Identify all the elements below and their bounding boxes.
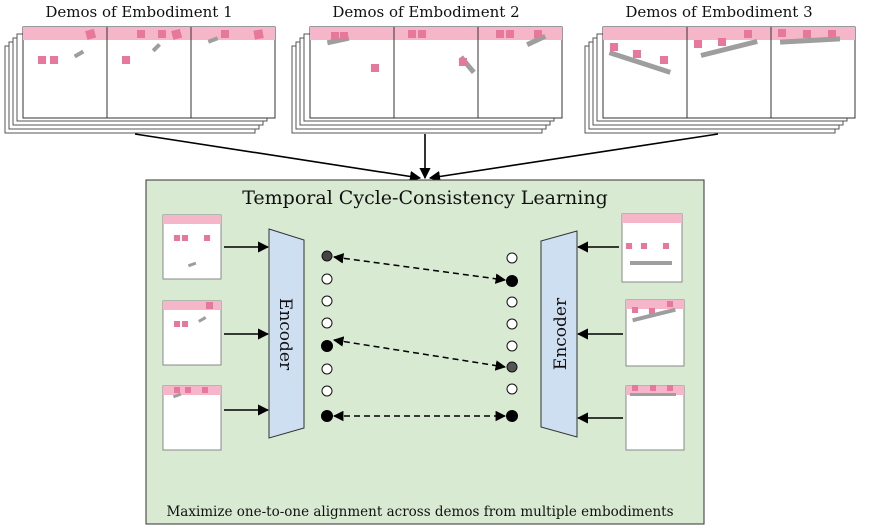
left-embedding-node <box>321 295 333 307</box>
right-encoder <box>540 230 578 438</box>
right-embedding-node <box>506 361 518 373</box>
left-input-frame-2 <box>162 300 222 366</box>
left-encoder-label: Encoder <box>275 298 295 371</box>
right-embedding-node <box>506 252 518 264</box>
right-input-frame-1 <box>621 213 683 283</box>
right-embedding-node <box>506 296 518 308</box>
left-embedding-node <box>321 250 333 262</box>
right-embedding-node <box>506 340 518 352</box>
arrow-group3-to-tcc <box>428 133 719 183</box>
group-2-label: Demos of Embodiment 2 <box>332 3 519 21</box>
left-encoder <box>268 228 305 439</box>
tcc-title: Temporal Cycle-Consistency Learning <box>242 187 608 209</box>
right-input-frame-3 <box>625 385 685 451</box>
left-embedding-node <box>321 317 333 329</box>
left-embedding-node <box>321 385 333 397</box>
left-embedding-node <box>321 340 333 352</box>
group-1-label: Demos of Embodiment 1 <box>45 3 232 21</box>
group-3-label: Demos of Embodiment 3 <box>625 3 812 21</box>
right-embedding-node <box>506 275 518 287</box>
embodiment-1-demo-stack <box>4 26 276 134</box>
embodiment-3-demo-stack <box>584 26 856 134</box>
right-embedding-node <box>506 383 518 395</box>
right-encoder-label: Encoder <box>551 297 571 370</box>
left-embedding-node <box>321 363 333 375</box>
left-input-frame-1 <box>162 214 222 280</box>
left-embedding-sequence <box>321 250 333 422</box>
left-embedding-node <box>321 410 333 422</box>
arrow-group1-to-tcc <box>134 133 422 182</box>
alignment-link-2 <box>332 336 507 371</box>
right-embedding-node <box>506 410 518 422</box>
alignment-link-1 <box>332 253 507 284</box>
right-embedding-sequence <box>506 252 518 422</box>
tcc-caption: Maximize one-to-one alignment across dem… <box>166 504 673 520</box>
right-embedding-node <box>506 318 518 330</box>
left-input-frame-3 <box>162 385 222 451</box>
embodiment-2-demo-stack <box>291 26 563 134</box>
left-embedding-node <box>321 273 333 285</box>
tcc-panel <box>145 179 705 525</box>
right-input-frame-2 <box>625 299 685 367</box>
